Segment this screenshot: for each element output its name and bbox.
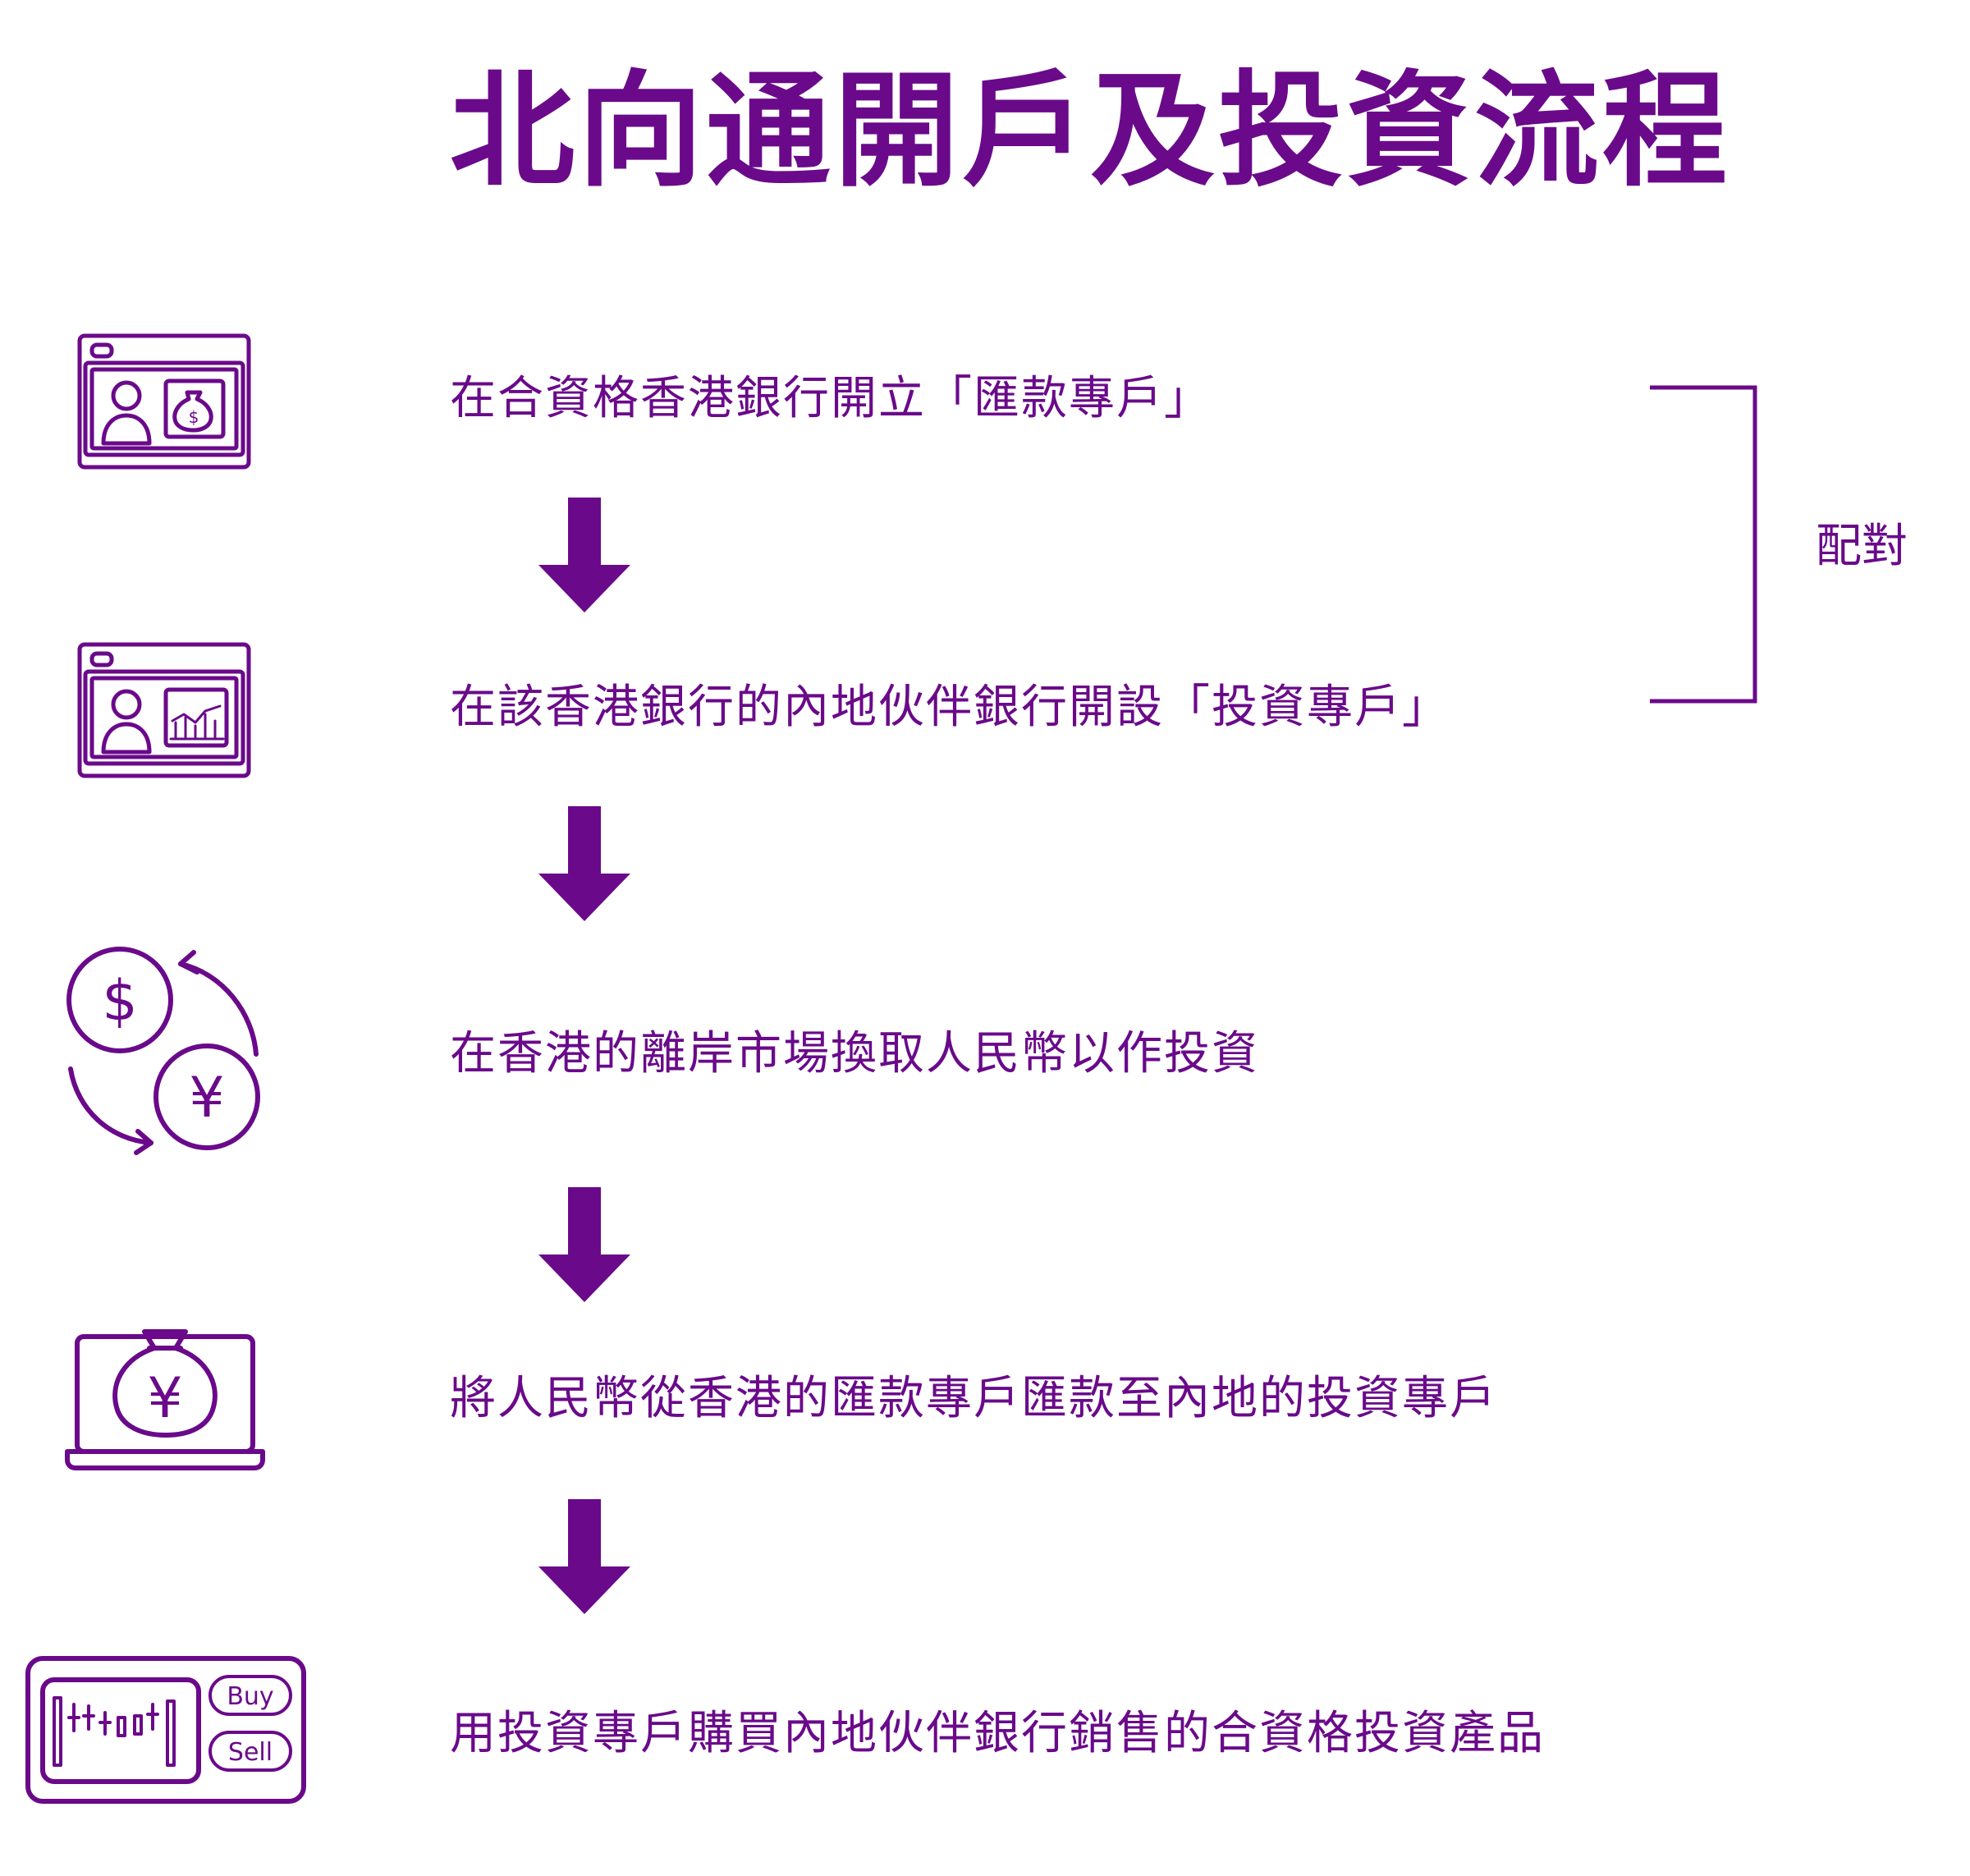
step-2-text: 在該香港銀行的內地伙伴銀行開設「投資專戶」: [450, 681, 1450, 734]
svg-text:$: $: [189, 407, 199, 427]
currency-exchange-icon: $ ¥: [62, 946, 268, 1159]
pairing-label: 配對: [1816, 520, 1908, 573]
svg-text:$: $: [102, 969, 137, 1034]
remittance-account-icon: $: [76, 332, 253, 471]
down-arrow-icon: [535, 498, 634, 614]
svg-text:Buy: Buy: [227, 1682, 273, 1711]
svg-text:¥: ¥: [147, 1366, 182, 1431]
step-3-text: 在香港的離岸市場換取人民幣以作投資: [450, 1027, 1259, 1080]
page-title: 北向通開戶及投資流程: [450, 58, 1730, 204]
step-4-text: 將人民幣從香港的匯款專戶匯款至內地的投資專戶: [450, 1372, 1497, 1425]
investment-account-icon: [76, 640, 253, 780]
step-5-text: 用投資專戶購買內地伙伴銀行銷售的合資格投資產品: [450, 1707, 1545, 1760]
pairing-bracket: [1650, 384, 1765, 704]
buy-sell-trading-icon: Buy Sell: [25, 1655, 307, 1805]
down-arrow-icon: [535, 806, 634, 923]
svg-text:Sell: Sell: [228, 1738, 273, 1767]
svg-text:¥: ¥: [189, 1066, 224, 1131]
down-arrow-icon: [535, 1187, 634, 1304]
step-1-text: 在合資格香港銀行開立「匯款專戶」: [450, 372, 1212, 425]
rmb-remittance-laptop-icon: ¥: [64, 1325, 266, 1473]
down-arrow-icon: [535, 1499, 634, 1616]
